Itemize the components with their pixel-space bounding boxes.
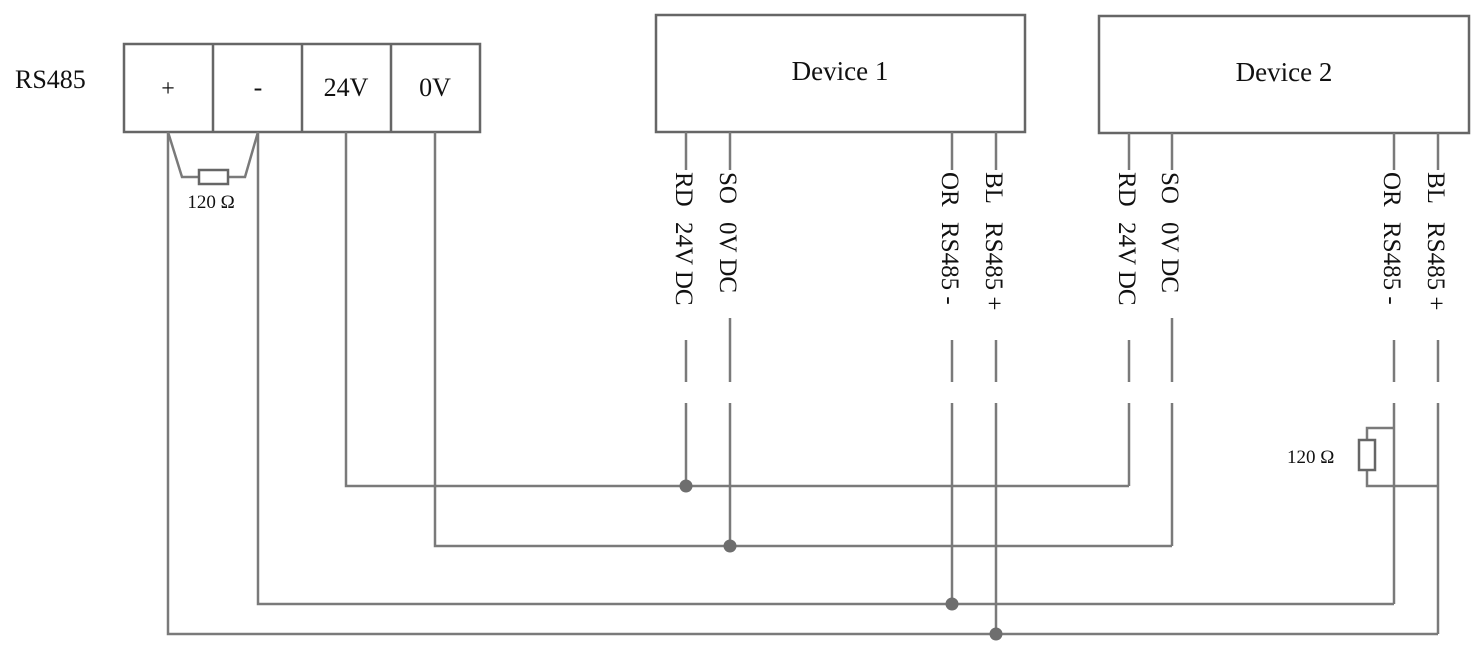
wire-signal-label: 24V DC <box>670 222 697 306</box>
junction-dot <box>679 479 693 493</box>
wire-color-label: SO <box>714 172 741 204</box>
wire-signal-label: 24V DC <box>1113 222 1140 306</box>
wire-color-label: BL <box>1422 172 1449 204</box>
wire-color-label: OR <box>936 172 963 207</box>
bus-0v <box>433 132 1172 548</box>
device-1-box <box>654 13 1027 134</box>
wire-signal-label: RS485 - <box>1378 222 1405 305</box>
resistor-label: 120 Ω <box>1287 447 1334 468</box>
wire-color-label: SO <box>1156 172 1183 204</box>
bus-rs485-minus <box>256 132 1394 606</box>
device-2: Device 2 <box>1097 14 1471 135</box>
terminal-termination-resistor: 120 Ω <box>166 131 260 213</box>
wire-color-label: RD <box>1113 172 1140 207</box>
junctions <box>679 479 1003 641</box>
terminal-cell-24v: 24V <box>324 73 369 102</box>
wire-signal-label: 0V DC <box>1156 222 1183 293</box>
terminal-label: RS485 <box>15 65 86 94</box>
wire-color-label: BL <box>980 172 1007 204</box>
bus-lines <box>166 132 1438 636</box>
device-1-wires <box>684 132 998 634</box>
terminal-cell-0v: 0V <box>419 73 451 102</box>
junction-dot <box>945 597 959 611</box>
bus-rs485-plus <box>166 132 1438 636</box>
junction-dot <box>989 627 1003 641</box>
device-2-box <box>1097 14 1471 135</box>
terminal-cell-minus: - <box>254 73 263 102</box>
wire-signal-label: RS485 - <box>936 222 963 305</box>
device-2-title: Device 2 <box>1236 57 1333 87</box>
resistor-symbol <box>197 168 230 186</box>
wire-signal-label: RS485 + <box>1422 222 1449 310</box>
wire-signal-label: 0V DC <box>714 222 741 293</box>
device-1: Device 1 <box>654 13 1027 134</box>
resistor-lead <box>166 131 199 179</box>
terminal-block: + - 24V 0V <box>122 42 482 134</box>
bus-24v <box>344 132 1129 488</box>
junction-dot <box>723 539 737 553</box>
resistor-symbol <box>1357 438 1377 472</box>
device-2-termination-resistor: 120 Ω <box>1287 426 1438 488</box>
device-1-title: Device 1 <box>792 56 889 86</box>
device-2-wire-labels: RD 24V DC SO 0V DC OR RS485 - BL RS485 + <box>1113 172 1449 310</box>
device-1-wire-labels: RD 24V DC SO 0V DC OR RS485 - BL RS485 + <box>670 172 1007 310</box>
resistor-lead <box>1365 426 1438 488</box>
terminal-cell-plus: + <box>161 76 175 102</box>
wire-color-label: RD <box>670 172 697 207</box>
wire-signal-label: RS485 + <box>980 222 1007 310</box>
resistor-lead <box>228 131 260 179</box>
device-2-wires <box>1127 133 1440 634</box>
resistor-label: 120 Ω <box>187 192 234 213</box>
wire-color-label: OR <box>1378 172 1405 207</box>
